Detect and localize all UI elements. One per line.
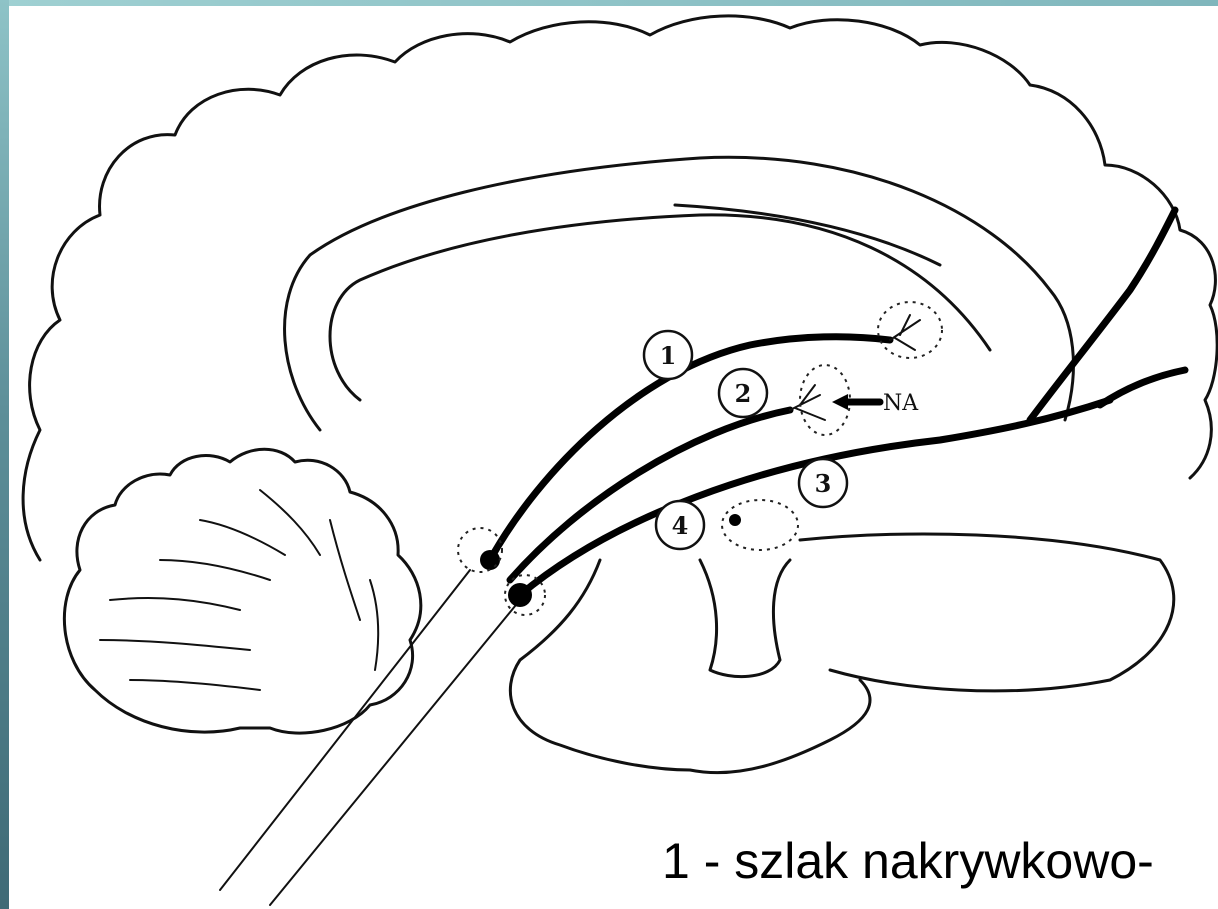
callosum-outer: [285, 157, 1074, 430]
brainstem-front: [510, 560, 870, 773]
brainstem-spinal-left: [220, 570, 470, 890]
pathway-4-label: 4: [672, 511, 689, 540]
cortex-outline: [23, 16, 1217, 560]
na-label: NA: [883, 391, 919, 416]
pathway-3-branch-lower: [1100, 370, 1185, 405]
pathway-1-label: 1: [660, 341, 677, 370]
cerebellum: [64, 449, 420, 733]
cerebellum-folia: [100, 490, 378, 690]
caption-text: 1 - szlak nakrywkowo-: [662, 836, 1154, 886]
pathway-2-terminal: [790, 385, 825, 420]
nucleus-vta-1: [480, 550, 500, 570]
pathway-3-label: 3: [815, 469, 832, 498]
target-region-1: [878, 302, 942, 358]
nucleus-4: [729, 514, 741, 526]
brainstem-spinal-right: [270, 600, 520, 905]
pathway-2-label: 2: [735, 379, 752, 408]
hypophysis: [700, 560, 790, 677]
pathway-1-terminal: [890, 315, 920, 350]
na-arrowhead: [832, 394, 848, 410]
pathway-2-line: [510, 410, 790, 580]
temporal-lobe: [800, 534, 1174, 691]
nucleus-vta-2: [508, 583, 532, 607]
pathway-3-branch-upper: [1030, 210, 1175, 420]
